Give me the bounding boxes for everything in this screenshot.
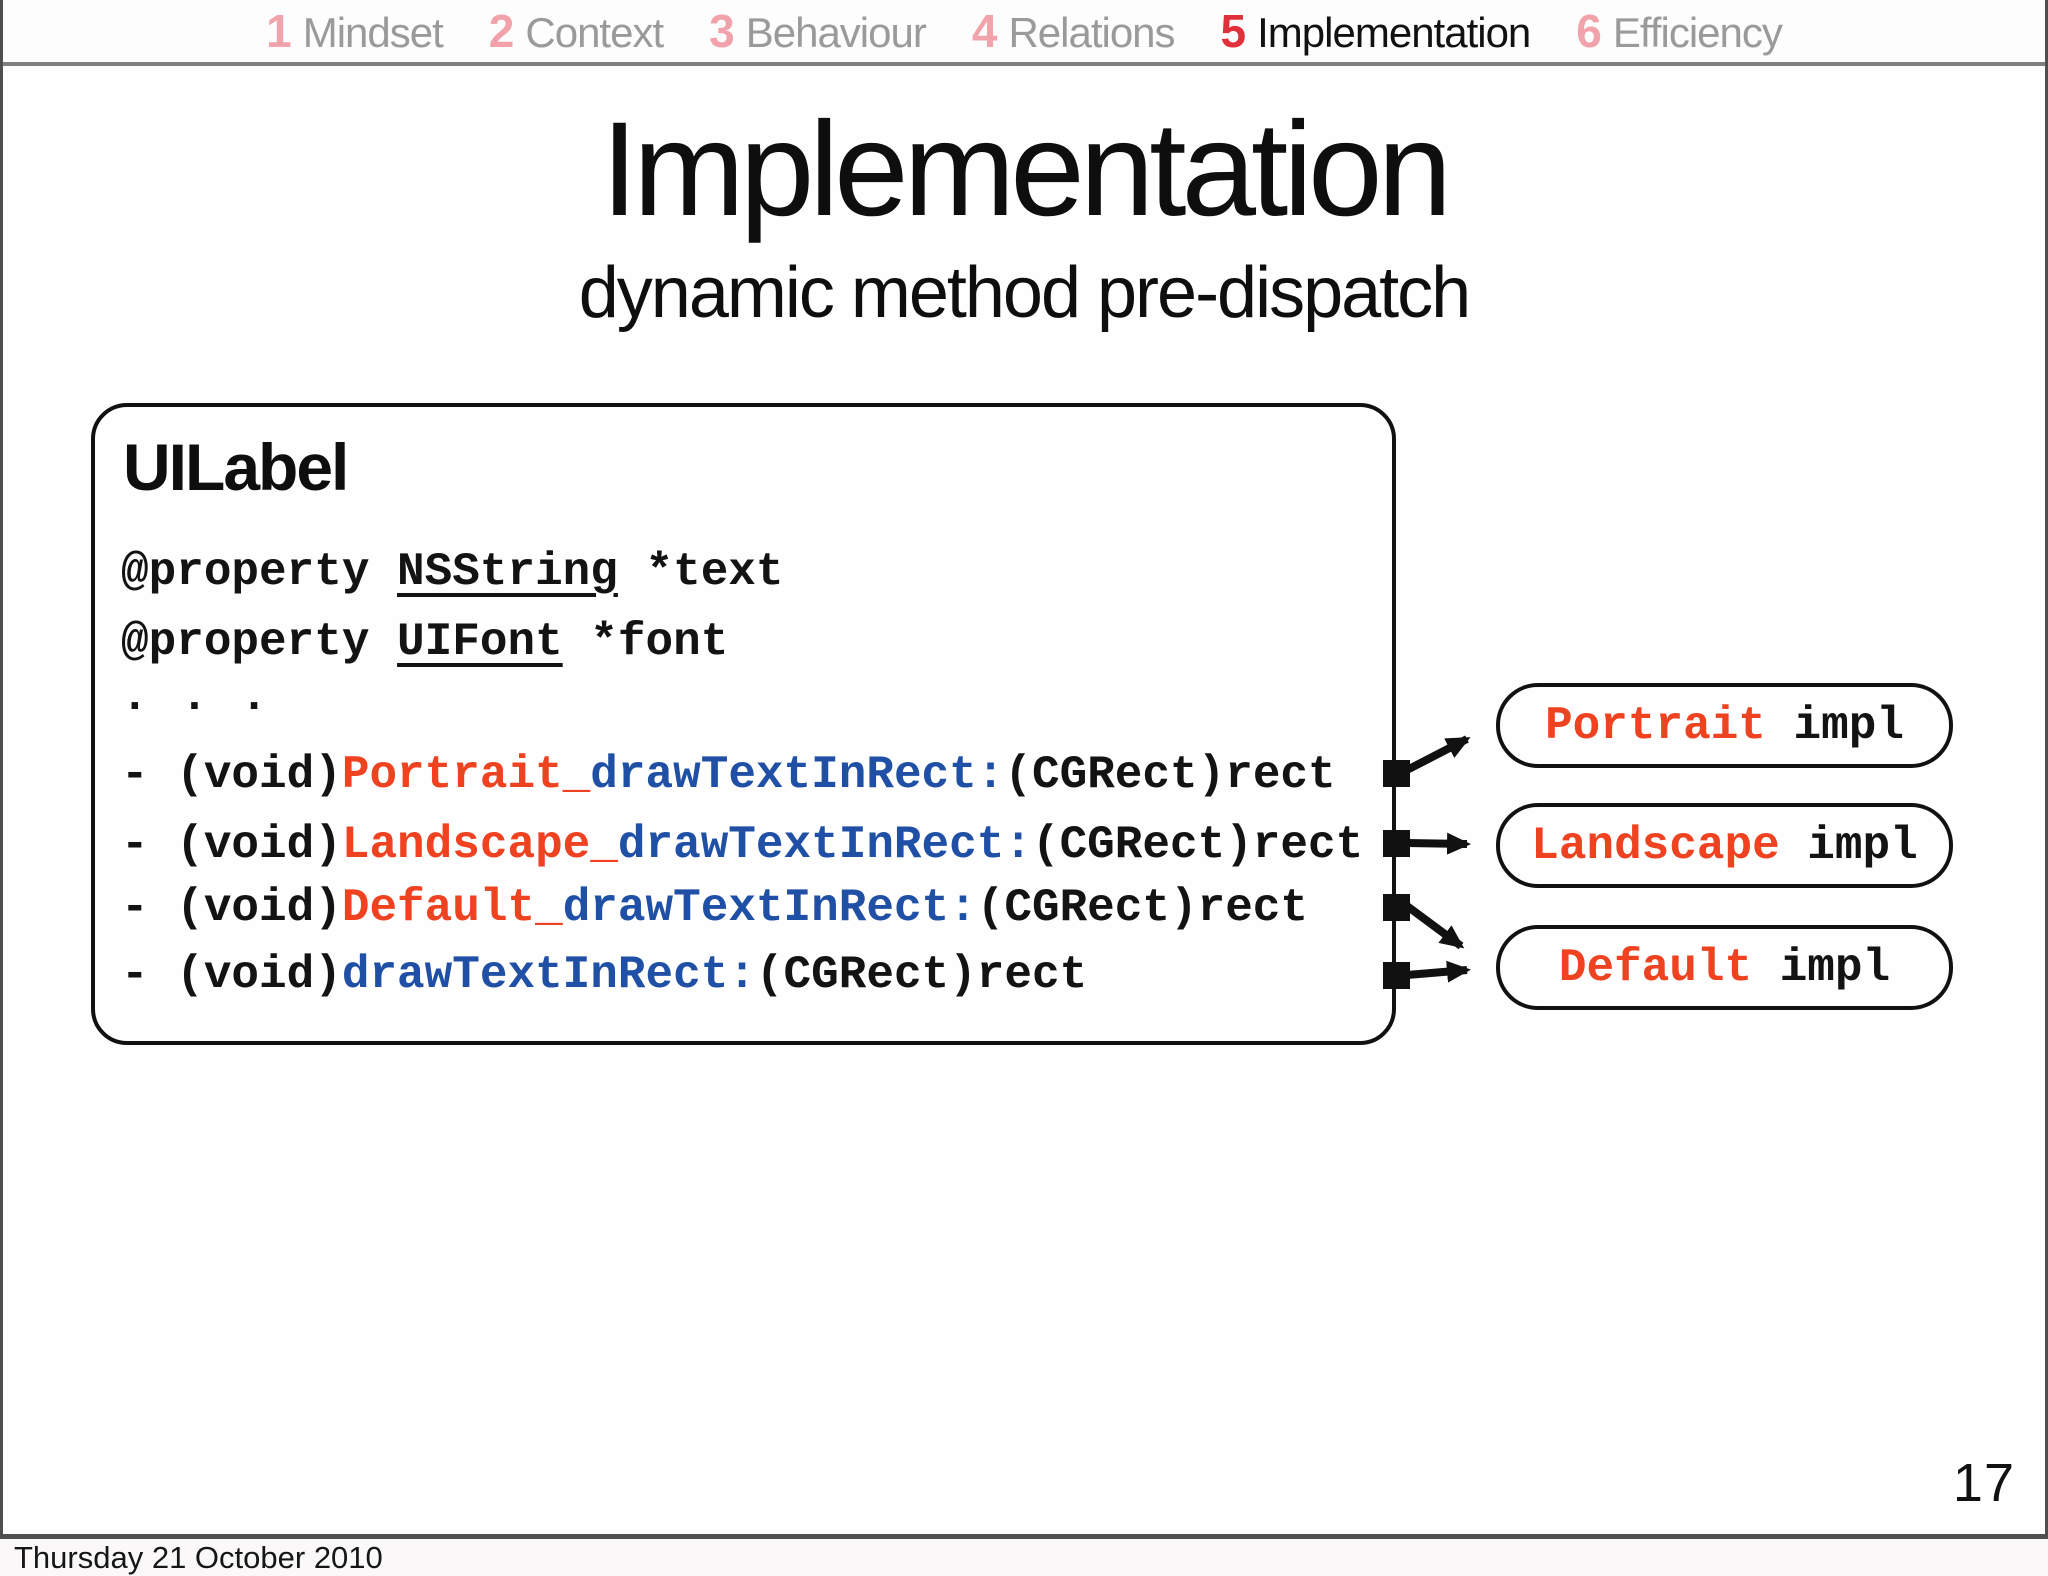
code-line-method-default: - (void)Default_drawTextInRect:(CGRect)r… [121,880,1308,936]
code-params: (CGRect)rect [976,882,1309,934]
code-variant: Default_ [341,882,563,934]
impl-suffix: impl [1765,699,1904,752]
impl-suffix: impl [1779,819,1918,872]
nav-item-behaviour: 3 Behaviour [709,4,927,58]
arrow-to-portrait-impl [1405,735,1471,774]
code-params: (CGRect)rect [755,949,1088,1001]
uilabel-class-box: UILabel @property NSString *text @proper… [91,403,1396,1045]
impl-box-default: Default impl [1496,925,1953,1010]
slide-subtitle: dynamic method pre-dispatch [578,253,1471,333]
impl-variant: Landscape [1531,819,1780,872]
nav-number: 3 [709,5,735,57]
section-nav: 1 Mindset 2 Context 3 Behaviour 4 Relati… [3,0,2045,66]
code-sig: - (void) [121,882,342,934]
code-params: (CGRect)rect [1004,749,1336,801]
nav-item-context: 2 Context [488,4,664,58]
nav-label: Implementation [1257,9,1531,56]
code-keyword: @property [121,546,398,598]
arrow-dispatch-to-default-impl [1406,960,1471,983]
nav-item-relations: 4 Relations [971,4,1176,58]
arrow-to-landscape-impl [1406,832,1471,855]
impl-box-portrait: Portrait impl [1496,683,1953,768]
nav-label: Behaviour [745,9,927,56]
slide: 1 Mindset 2 Context 3 Behaviour 4 Relati… [0,0,2048,1539]
code-type: UIFont [397,616,563,668]
code-selector: drawTextInRect: [341,949,756,1001]
code-sig: - (void) [121,819,342,871]
impl-variant: Portrait [1545,699,1766,752]
nav-label: Context [525,9,664,56]
code-var: *text [617,546,784,598]
class-name: UILabel [123,430,349,504]
code-selector: drawTextInRect: [562,882,977,934]
nav-label: Efficiency [1612,9,1783,56]
nav-number: 5 [1220,5,1247,57]
code-line-method-dispatch: - (void)drawTextInRect:(CGRect)rect [121,947,1087,1003]
code-line-ellipsis: ... [121,671,300,723]
impl-variant: Default [1558,941,1753,994]
code-params: (CGRect)rect [1031,819,1364,871]
footer-date: Thursday 21 October 2010 [14,1539,383,1575]
page-number: 17 [1952,1453,2015,1513]
nav-item-efficiency: 6 Efficiency [1576,4,1783,58]
code-type: NSString [397,546,618,598]
nav-label: Relations [1008,9,1175,56]
code-line-property-text: @property NSString *text [121,544,784,600]
code-line-method-portrait: - (void)Portrait_drawTextInRect:(CGRect)… [121,747,1336,803]
nav-number: 2 [488,5,515,57]
impl-suffix: impl [1752,941,1891,994]
slide-title: Implementation [600,95,1452,244]
nav-item-mindset: 1 Mindset [266,4,444,58]
code-keyword: @property [121,616,398,668]
code-selector: drawTextInRect: [590,749,1005,801]
nav-number: 6 [1576,5,1602,57]
nav-number: 1 [266,5,292,57]
nav-label: Mindset [302,9,444,56]
code-var: *font [562,616,729,668]
code-selector: drawTextInRect: [617,819,1032,871]
code-variant: Portrait_ [341,749,591,801]
nav-item-implementation-active: 5 Implementation [1220,4,1532,58]
code-sig: - (void) [121,749,342,801]
nav-number: 4 [971,5,998,57]
code-variant: Landscape_ [341,819,618,871]
code-sig: - (void) [121,949,342,1001]
code-line-method-landscape: - (void)Landscape_drawTextInRect:(CGRect… [121,817,1363,873]
impl-box-landscape: Landscape impl [1496,803,1953,888]
arrow-default-to-default-impl [1404,902,1465,950]
footer-bar: Thursday 21 October 2010 [0,1539,2048,1576]
code-line-property-font: @property UIFont *font [121,614,728,670]
